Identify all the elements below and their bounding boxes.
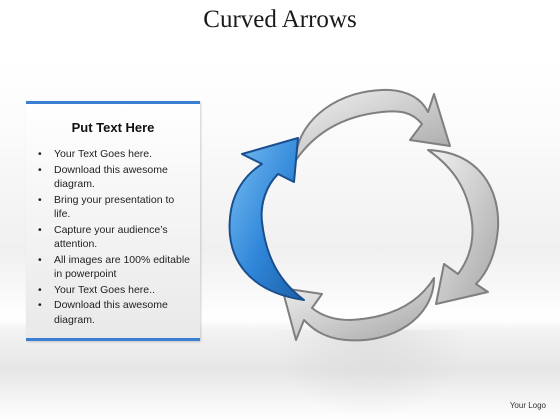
text-panel: Put Text Here Your Text Goes here. Downl… [26, 101, 200, 341]
curved-arrow-right [427, 149, 500, 305]
panel-heading: Put Text Here [71, 120, 155, 135]
curved-arrow-left [228, 137, 305, 301]
slide-title: Curved Arrows [203, 6, 357, 33]
logo-text: Your Logo [509, 401, 546, 410]
floor-reflection [270, 330, 470, 420]
bullet-item: Your Text Goes here. [38, 147, 192, 162]
bullet-item: Your Text Goes here.. [38, 283, 192, 298]
curved-arrow-top [295, 88, 451, 161]
curved-arrows-diagram [228, 88, 500, 342]
bullet-item: Capture your audience’s attention. [38, 223, 192, 252]
bullet-item: Download this awesome diagram. [38, 298, 192, 327]
bullet-item: Download this awesome diagram. [38, 163, 192, 192]
bullet-item: Bring your presentation to life. [38, 193, 192, 222]
curved-arrow-bottom [281, 277, 435, 342]
bullet-item: All images are 100% editable in powerpoi… [38, 253, 192, 282]
bullet-list: Your Text Goes here. Download this aweso… [26, 147, 200, 327]
